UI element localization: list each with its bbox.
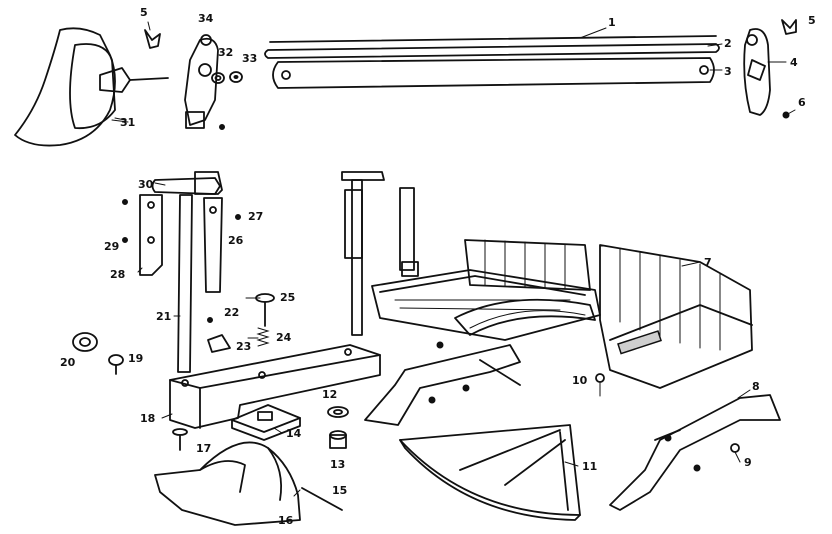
center-tray (371, 269, 601, 341)
part-34-bracket (184, 34, 225, 130)
part-2-bar (264, 43, 720, 59)
callout-22: 22 (224, 306, 239, 319)
part-24-spring (256, 327, 270, 347)
part-25-bolt (255, 293, 275, 327)
part-31-hold-down-clamp (14, 27, 169, 147)
callout-23: 23 (236, 340, 251, 353)
part-16-guard (154, 441, 301, 526)
part-10-screw (595, 373, 605, 397)
callout-5-right: 5 (808, 14, 816, 27)
bracket-center-left (364, 341, 521, 426)
part-4-bracket-right (743, 28, 771, 116)
part-6-screw (782, 109, 796, 119)
callout-24: 24 (276, 331, 292, 344)
callout-17: 17 (196, 442, 211, 455)
callout-26: 26 (228, 234, 244, 247)
callout-33: 33 (242, 52, 257, 65)
part-5-wing-nut-left (144, 21, 161, 49)
part-20-knob (72, 332, 98, 352)
part-13-nut (329, 430, 347, 449)
part-32-washer (211, 72, 225, 84)
callout-13: 13 (330, 458, 345, 471)
part-27-screw (235, 214, 241, 220)
callout-29: 29 (104, 240, 119, 253)
part-29-screw (122, 199, 128, 243)
callout-6: 6 (798, 96, 806, 109)
callout-7: 7 (704, 256, 712, 269)
callout-1: 1 (608, 16, 616, 29)
part-22-screw (207, 317, 213, 323)
part-30-pivot-bar (151, 171, 223, 195)
callout-15: 15 (332, 484, 347, 497)
callout-31: 31 (120, 116, 135, 129)
part-15-rod (301, 487, 343, 511)
leader-lines (114, 27, 787, 497)
callout-16: 16 (278, 514, 294, 527)
part-18-base (169, 344, 381, 429)
callout-14: 14 (286, 427, 302, 440)
part-7-fence-tray (464, 239, 753, 389)
part-5-wing-nut-right (781, 19, 797, 35)
part-14-plate (231, 404, 301, 441)
part-19-thumbscrew (108, 354, 124, 375)
center-arm-right (399, 187, 419, 277)
part-23-clip (207, 334, 231, 353)
callout-5: 5 (140, 6, 148, 19)
callout-18: 18 (140, 412, 155, 425)
part-33-nut (229, 71, 243, 83)
callout-2: 2 (724, 37, 732, 50)
part-8-support-bracket (609, 394, 781, 511)
callout-labels: 1 2 3 4 5 5 6 7 8 9 10 11 12 13 14 15 16… (60, 6, 816, 527)
callout-20: 20 (60, 356, 76, 369)
part-9-screw (730, 443, 741, 463)
part-11-sector-table (399, 424, 581, 521)
part-17-screw (172, 428, 188, 451)
callout-25: 25 (280, 291, 295, 304)
callout-32: 32 (218, 46, 233, 59)
arc-scale (454, 298, 596, 336)
callout-19: 19 (128, 352, 143, 365)
callout-27: 27 (248, 210, 263, 223)
part-1-rod (269, 35, 717, 43)
callout-21: 21 (156, 310, 171, 323)
callout-10: 10 (572, 374, 588, 387)
part-21-left-post (177, 194, 193, 373)
callout-11: 11 (582, 460, 597, 473)
callout-9: 9 (744, 456, 752, 469)
callout-34: 34 (198, 12, 214, 25)
callout-3: 3 (724, 65, 732, 78)
part-26-arm-plate (203, 197, 223, 293)
part-28-left-arm (139, 194, 163, 276)
center-post-left (341, 171, 385, 336)
callout-4: 4 (790, 56, 798, 69)
part-12-washer (327, 406, 349, 418)
callout-30: 30 (138, 178, 154, 191)
callout-8: 8 (752, 380, 760, 393)
part-3-track (272, 57, 715, 89)
callout-12: 12 (322, 388, 337, 401)
callout-28: 28 (110, 268, 125, 281)
